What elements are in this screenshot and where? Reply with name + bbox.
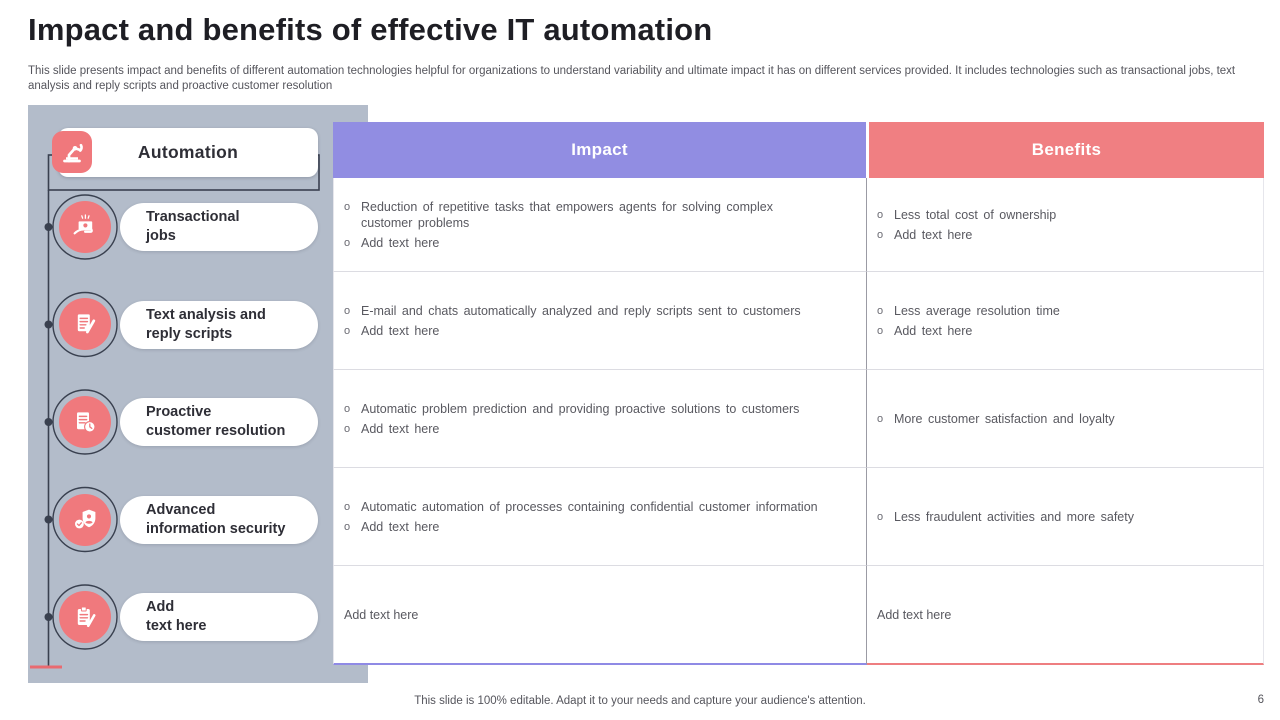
bullet-marker: o bbox=[877, 412, 884, 425]
bullet-line: o More customer satisfaction and loyalty bbox=[877, 411, 1245, 427]
benefits-cell: o Less total cost of ownership o Add tex… bbox=[867, 178, 1264, 272]
column-header-benefits: Benefits bbox=[869, 122, 1264, 178]
table-row: o Reduction of repetitive tasks that emp… bbox=[333, 178, 1264, 272]
sidebar-item-label: information security bbox=[146, 520, 286, 537]
benefits-cell-placeholder[interactable]: Add text here bbox=[867, 566, 1264, 665]
bullet-marker: o bbox=[344, 402, 351, 415]
sidebar-item-transactional-jobs[interactable]: Transactional jobs bbox=[120, 203, 318, 251]
bullet-text: Reduction of repetitive tasks that empow… bbox=[361, 199, 773, 230]
footer-note: This slide is 100% editable. Adapt it to… bbox=[414, 695, 866, 707]
slide-description: This slide presents impact and benefits … bbox=[28, 65, 1236, 92]
benefits-cell: o More customer satisfaction and loyalty bbox=[867, 370, 1264, 468]
bullet-line: o Reduction of repetitive tasks that emp… bbox=[344, 199, 848, 231]
impact-cell: o E-mail and chats automatically analyze… bbox=[333, 272, 867, 370]
sidebar-item-proactive-resolution[interactable]: Proactive customer resolution bbox=[120, 398, 318, 446]
sidebar-item-label: text here bbox=[146, 618, 207, 634]
sidebar-item-label: Text analysis and bbox=[146, 306, 266, 323]
bullet-marker: o bbox=[344, 500, 351, 513]
bullet-marker: o bbox=[344, 304, 351, 317]
bullet-marker: o bbox=[877, 208, 884, 221]
sidebar-header-label: Automation bbox=[137, 142, 239, 162]
sidebar-item-label: customer resolution bbox=[146, 423, 286, 439]
bullet-text: Less average resolution time bbox=[894, 303, 1060, 318]
impact-benefits-table: Impact Benefits o Reduction of repetitiv… bbox=[333, 122, 1264, 665]
bullet-marker: o bbox=[344, 324, 351, 337]
placeholder-text: Add text here bbox=[344, 607, 419, 622]
sidebar-item-label: Proactive bbox=[146, 404, 212, 420]
benefits-cell: o Less fraudulent activities and more sa… bbox=[867, 468, 1264, 566]
bullet-line[interactable]: o Add text here bbox=[344, 519, 848, 535]
table-row: o E-mail and chats automatically analyze… bbox=[333, 272, 1264, 370]
bullet-text: Add text here bbox=[361, 323, 440, 338]
document-clock-icon bbox=[59, 396, 111, 448]
bullet-text: Add text here bbox=[361, 235, 440, 250]
sidebar-item-information-security[interactable]: Advanced information security bbox=[120, 495, 318, 544]
page-title: Impact and benefits of effective IT auto… bbox=[28, 12, 713, 47]
benefits-cell: o Less average resolution time o Add tex… bbox=[867, 272, 1264, 370]
automation-sidebar: Automation Transactional jobs bbox=[28, 105, 368, 683]
bullet-line[interactable]: o Add text here bbox=[344, 323, 848, 339]
bullet-line[interactable]: o Add text here bbox=[344, 421, 848, 437]
table-header-row: Impact Benefits bbox=[333, 122, 1264, 178]
shield-lock-icon bbox=[59, 493, 111, 546]
cash-in-hand-icon bbox=[59, 201, 111, 253]
sidebar-item-label: Add bbox=[146, 599, 175, 615]
bullet-text: Add text here bbox=[361, 421, 440, 436]
bullet-text: E-mail and chats automatically analyzed … bbox=[361, 303, 801, 318]
bullet-marker: o bbox=[344, 200, 351, 213]
bullet-text: More customer satisfaction and loyalty bbox=[894, 411, 1115, 426]
bullet-marker: o bbox=[877, 304, 884, 317]
bullet-line[interactable]: o Add text here bbox=[877, 323, 1245, 339]
sidebar-item-label: jobs bbox=[146, 228, 176, 244]
sidebar-header-automation: Automation bbox=[58, 128, 318, 177]
clipboard-pen-icon bbox=[59, 591, 111, 643]
impact-cell: o Automatic problem prediction and provi… bbox=[333, 370, 867, 468]
sidebar-item-add-text[interactable]: Add text here bbox=[120, 593, 318, 641]
sidebar-item-label: Advanced bbox=[146, 501, 216, 518]
impact-cell-placeholder[interactable]: Add text here bbox=[333, 566, 867, 665]
sidebar-item-label: reply scripts bbox=[146, 325, 233, 342]
table-row: o Automatic automation of processes cont… bbox=[333, 468, 1264, 566]
document-pencil-icon bbox=[59, 298, 111, 350]
connector-graphic bbox=[30, 154, 320, 669]
bullet-line: o Less average resolution time bbox=[877, 303, 1245, 319]
bullet-text: Less total cost of ownership bbox=[894, 207, 1057, 222]
bullet-marker: o bbox=[877, 324, 884, 337]
bullet-line[interactable]: o Add text here bbox=[877, 227, 1245, 243]
bullet-text: Automatic automation of processes contai… bbox=[361, 499, 818, 514]
bullet-text: Automatic problem prediction and providi… bbox=[361, 401, 800, 416]
bullet-line: o Less total cost of ownership bbox=[877, 207, 1245, 223]
bullet-line: o E-mail and chats automatically analyze… bbox=[344, 303, 848, 319]
bullet-marker: o bbox=[877, 510, 884, 523]
bullet-text: Add text here bbox=[361, 519, 440, 534]
impact-cell: o Reduction of repetitive tasks that emp… bbox=[333, 178, 867, 272]
placeholder-text: Add text here bbox=[877, 607, 952, 622]
page-number: 6 bbox=[1257, 694, 1264, 706]
bullet-marker: o bbox=[344, 422, 351, 435]
sidebar-item-label: Transactional bbox=[146, 209, 240, 225]
table-row: o Automatic problem prediction and provi… bbox=[333, 370, 1264, 468]
bullet-line: o Less fraudulent activities and more sa… bbox=[877, 509, 1245, 525]
column-header-impact: Impact bbox=[333, 122, 866, 178]
table-row: Add text here Add text here bbox=[333, 566, 1264, 665]
bullet-text: Add text here bbox=[894, 227, 973, 242]
bullet-text: Add text here bbox=[894, 323, 973, 338]
bullet-marker: o bbox=[344, 520, 351, 533]
bullet-line[interactable]: o Add text here bbox=[344, 235, 848, 251]
robot-arm-icon bbox=[52, 131, 92, 173]
bullet-text: Less fraudulent activities and more safe… bbox=[894, 509, 1134, 524]
sidebar-item-text-analysis[interactable]: Text analysis and reply scripts bbox=[120, 300, 318, 349]
bullet-line: o Automatic problem prediction and provi… bbox=[344, 401, 848, 417]
bullet-marker: o bbox=[877, 228, 884, 241]
bullet-line: o Automatic automation of processes cont… bbox=[344, 499, 848, 515]
impact-cell: o Automatic automation of processes cont… bbox=[333, 468, 867, 566]
bullet-marker: o bbox=[344, 236, 351, 249]
